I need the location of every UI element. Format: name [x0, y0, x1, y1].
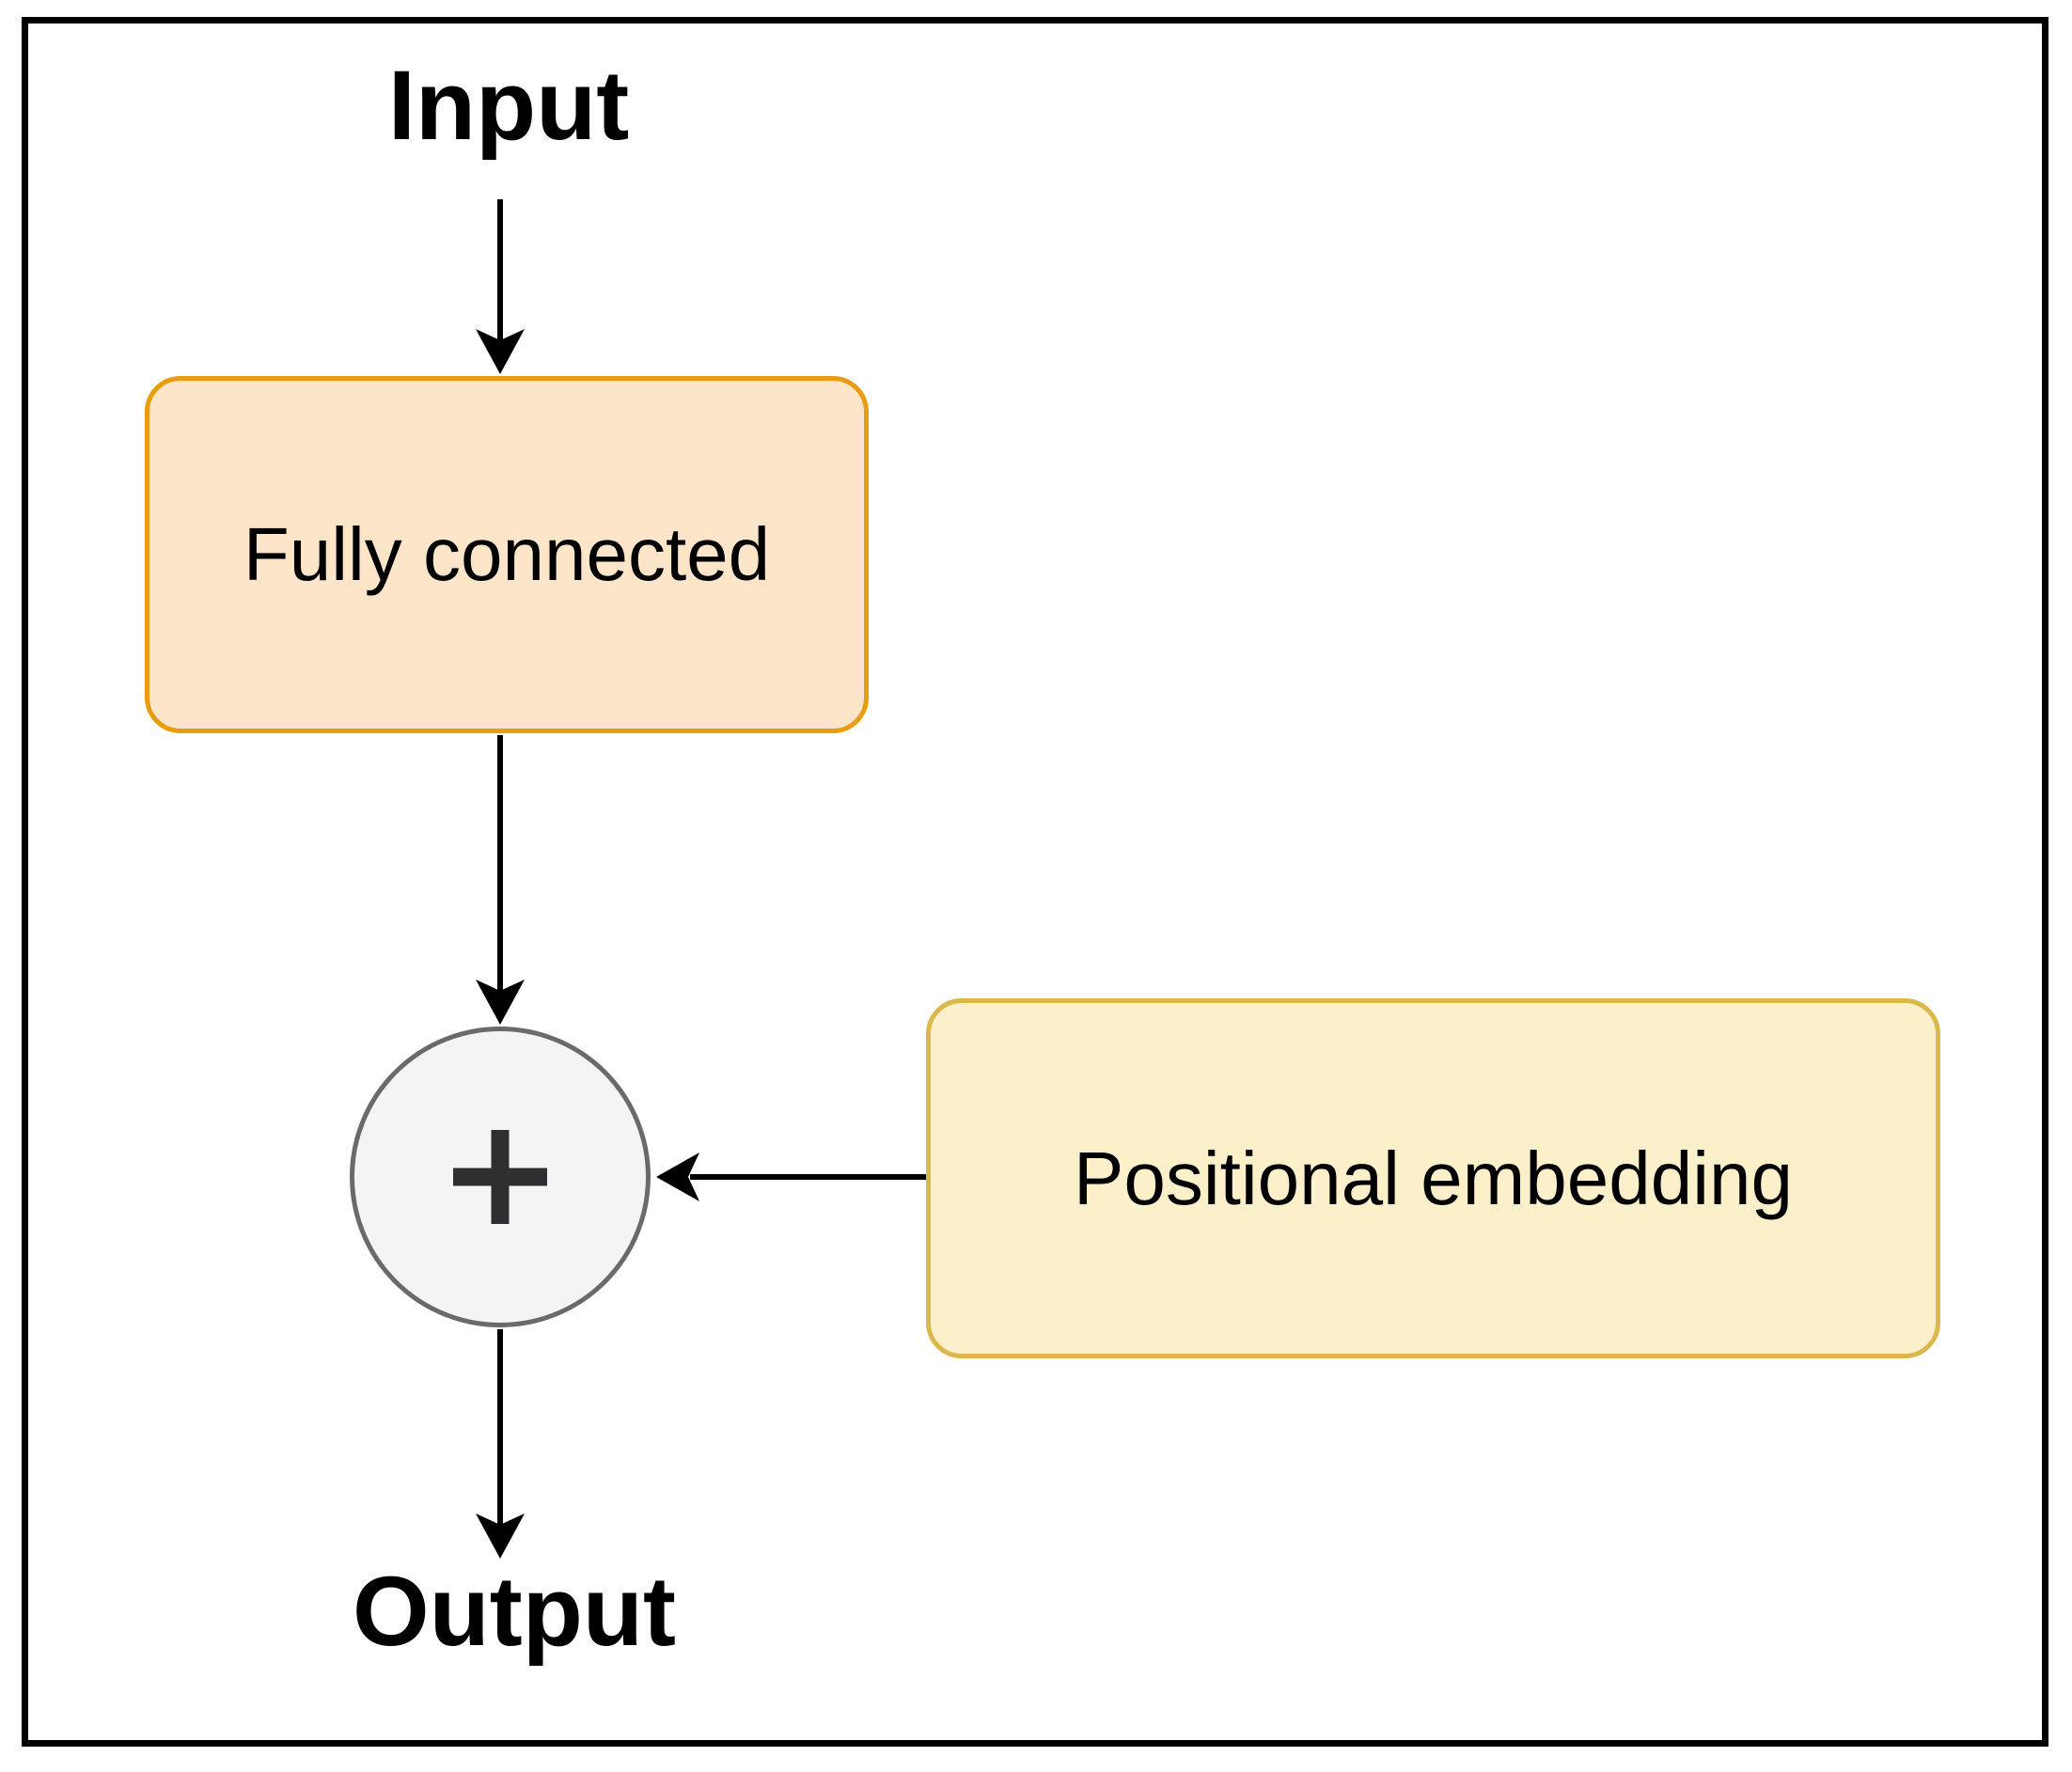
arrow-positional-embedding-to-add	[656, 1153, 926, 1201]
output-label: Output	[352, 1557, 677, 1667]
plus-icon-vertical-bar	[491, 1130, 510, 1224]
arrow-fully-connected-to-add	[476, 735, 525, 1025]
arrow-input-to-fully-connected	[476, 199, 525, 374]
positional-embedding-box: Positional embedding	[926, 998, 1940, 1358]
plus-icon	[354, 1031, 646, 1323]
input-label: Input	[387, 51, 630, 161]
arrow-add-to-output	[476, 1329, 525, 1559]
diagram-frame	[22, 17, 2048, 1747]
fully-connected-label: Fully connected	[243, 512, 771, 596]
fully-connected-box: Fully connected	[145, 376, 869, 733]
positional-embedding-label: Positional embedding	[1074, 1136, 1793, 1220]
add-circle	[350, 1027, 651, 1327]
